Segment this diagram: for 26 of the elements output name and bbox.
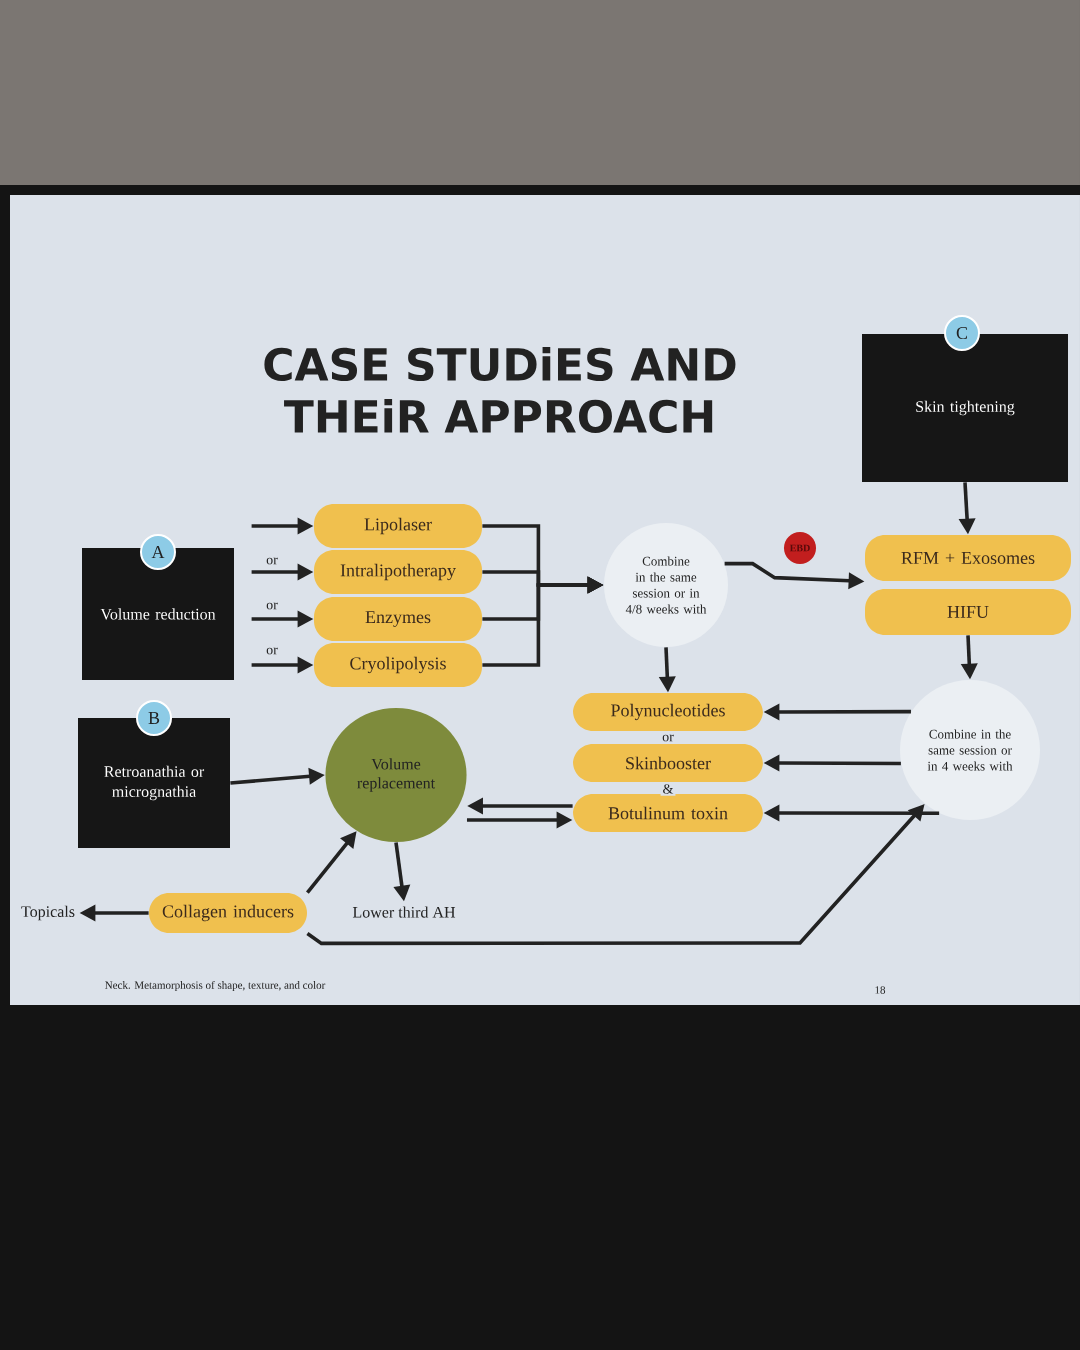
treatment-pill: Botulinum toxin [573, 794, 763, 832]
treatment-pill: Lipolaser [314, 504, 482, 548]
node-label: Enzymes [365, 611, 431, 627]
letter-badge: C [944, 315, 980, 351]
node-text: Topicals [21, 905, 75, 921]
treatment-pill: RFM + Exosomes [865, 535, 1071, 581]
treatment-pill: Skinbooster [573, 744, 763, 782]
connector-word: or [660, 732, 676, 744]
treatment-pill: Cryolipolysis [314, 643, 482, 687]
ebd-badge: EBD [783, 532, 817, 565]
node-text: Lower third AH [352, 906, 456, 918]
node-label: Lipolaser [364, 517, 432, 535]
node-label: Intralipotherapy [340, 563, 456, 581]
treatment-pill: HIFU [865, 589, 1071, 635]
treatment-pill: Polynucleotides [573, 693, 763, 731]
slide-title: CASE STUDiES AND THEiR APPROACH [264, 347, 736, 434]
connector-word: or [264, 555, 280, 567]
node-label: Cryolipolysis [350, 656, 446, 674]
treatment-pill: Collagen inducers [149, 893, 307, 933]
treatment-pill: Enzymes [314, 597, 482, 641]
connector-word: or [264, 645, 280, 657]
letter-badge: B [136, 700, 172, 736]
treatment-pill: Intralipotherapy [314, 550, 482, 594]
connector-word: or [264, 600, 280, 612]
page-number: 18 [872, 984, 888, 996]
letter-badge: A [140, 534, 176, 570]
